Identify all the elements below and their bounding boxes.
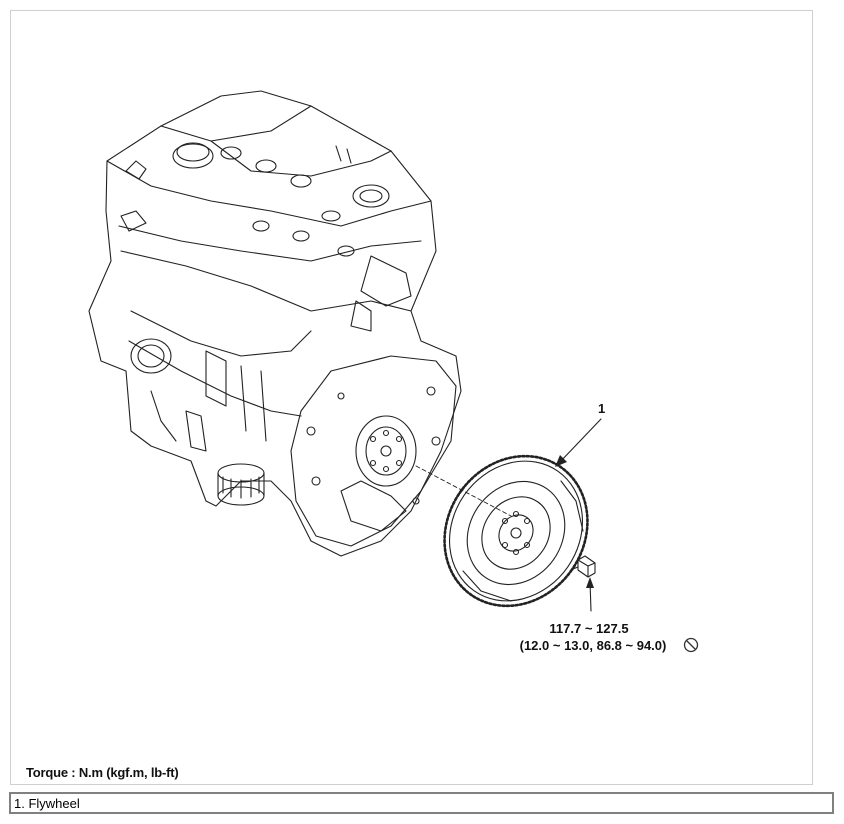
torque-arrowhead (586, 577, 594, 588)
diagram-frame: 1 117.7 ~ 127.5 (12.0 ~ 13.0, 86.8 ~ 94.… (10, 10, 813, 785)
alignment-line (415, 465, 512, 517)
callout-number: 1 (598, 401, 605, 416)
callout-1-leader (558, 418, 602, 464)
legend-item-flywheel: 1. Flywheel (14, 796, 80, 811)
oil-filter (217, 463, 265, 506)
engine-flywheel-diagram: 1 117.7 ~ 127.5 (12.0 ~ 13.0, 86.8 ~ 94.… (88, 90, 699, 653)
torque-units-note: Torque : N.m (kgf.m, lb-ft) (26, 765, 179, 780)
engine-block (88, 90, 462, 557)
callout-1-arrowhead (555, 455, 567, 467)
do-not-reuse-icon (683, 637, 699, 653)
flywheel-bolt (572, 555, 596, 578)
torque-spec-line2: (12.0 ~ 13.0, 86.8 ~ 94.0) (520, 638, 667, 653)
flywheel (443, 454, 589, 608)
torque-spec-line1: 117.7 ~ 127.5 (549, 621, 628, 636)
parts-legend: 1. Flywheel (9, 792, 834, 814)
